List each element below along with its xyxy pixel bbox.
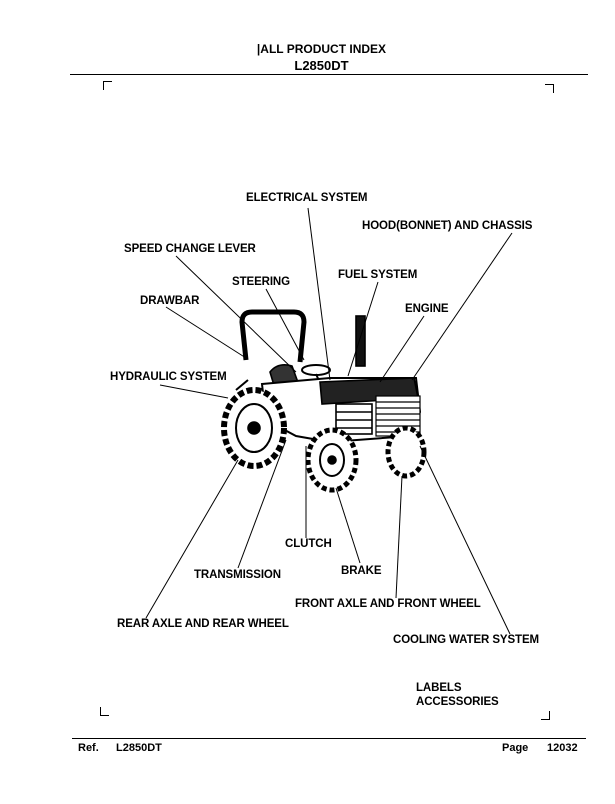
label-hydraulic-system[interactable]: HYDRAULIC SYSTEM bbox=[110, 371, 227, 383]
label-engine[interactable]: ENGINE bbox=[405, 303, 449, 315]
label-labels[interactable]: LABELS bbox=[416, 682, 462, 694]
label-brake[interactable]: BRAKE bbox=[341, 565, 382, 577]
corner-mark-bottom-right bbox=[541, 711, 550, 720]
label-cooling-water[interactable]: COOLING WATER SYSTEM bbox=[393, 634, 540, 646]
corner-mark-bottom-left bbox=[100, 707, 109, 716]
leader-lines bbox=[145, 207, 513, 635]
footer-page-value: 12032 bbox=[547, 742, 578, 754]
footer-page-label: Page bbox=[502, 742, 529, 754]
tractor-illustration bbox=[221, 309, 427, 493]
label-electrical-system[interactable]: ELECTRICAL SYSTEM bbox=[246, 192, 368, 204]
index-title: |ALL PRODUCT INDEX bbox=[256, 42, 387, 56]
footer-ref-label: Ref. bbox=[78, 742, 99, 754]
label-rear-axle[interactable]: REAR AXLE AND REAR WHEEL bbox=[117, 618, 289, 630]
header-rule bbox=[70, 74, 588, 75]
label-fuel-system[interactable]: FUEL SYSTEM bbox=[338, 269, 418, 281]
label-accessories[interactable]: ACCESSORIES bbox=[416, 696, 499, 708]
model-title: L2850DT bbox=[294, 58, 349, 73]
label-speed-change-lever[interactable]: SPEED CHANGE LEVER bbox=[124, 243, 256, 255]
label-hood-chassis[interactable]: HOOD(BONNET) AND CHASSIS bbox=[362, 220, 533, 232]
corner-mark-top-left bbox=[103, 81, 112, 90]
label-front-axle[interactable]: FRONT AXLE AND FRONT WHEEL bbox=[295, 598, 481, 610]
footer-rule bbox=[72, 738, 586, 739]
corner-mark-top-right bbox=[545, 84, 554, 93]
label-clutch[interactable]: CLUTCH bbox=[285, 538, 332, 550]
label-drawbar[interactable]: DRAWBAR bbox=[140, 295, 200, 307]
label-steering[interactable]: STEERING bbox=[232, 276, 290, 288]
label-transmission[interactable]: TRANSMISSION bbox=[194, 569, 281, 581]
footer-ref-value: L2850DT bbox=[116, 742, 162, 754]
